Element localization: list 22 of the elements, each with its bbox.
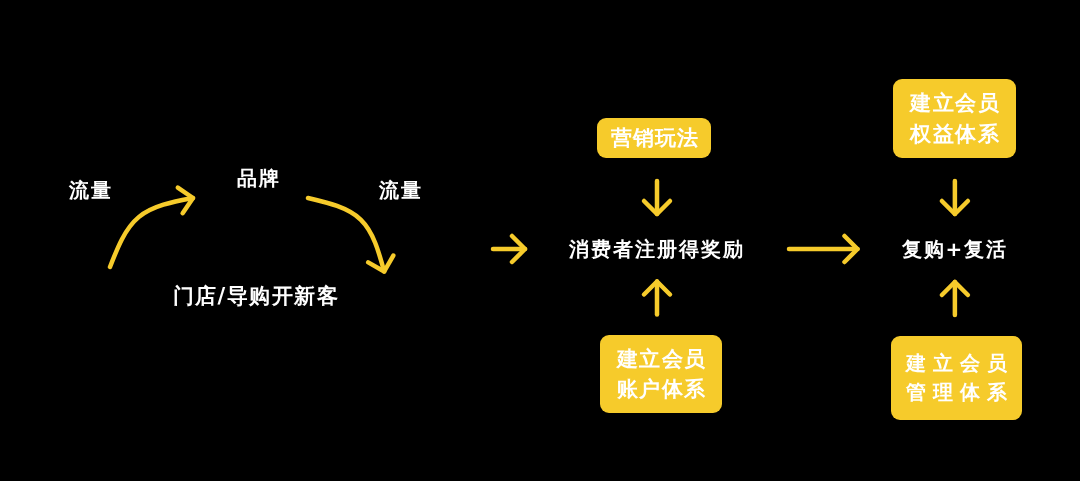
- arrow: [939, 279, 971, 318]
- arrow: [490, 233, 528, 265]
- process-box: [893, 79, 1016, 158]
- step-label: 营销玩法: [609, 124, 700, 152]
- arrow: [786, 233, 860, 265]
- process-box: [891, 336, 1022, 420]
- arrow: [939, 178, 971, 217]
- step-label: 建立会员权益体系: [908, 90, 1002, 148]
- arrow: [641, 178, 673, 217]
- curved-arrow: [107, 185, 196, 270]
- step-label: 门店/导购开新客: [172, 283, 340, 309]
- process-box: [600, 335, 722, 413]
- step-label: 消费者注册得奖励: [569, 237, 745, 261]
- edge-label: 流量: [69, 178, 113, 202]
- arrow: [641, 279, 673, 317]
- step-label: 品牌: [237, 166, 281, 190]
- step-label: 复购+复活: [901, 237, 1009, 261]
- process-box: [597, 118, 711, 158]
- curved-arrow: [305, 195, 396, 274]
- edge-label: 流量: [379, 178, 423, 202]
- step-label: 建立会员管理体系: [904, 350, 1015, 406]
- step-label: 建立会员账户体系: [615, 345, 708, 403]
